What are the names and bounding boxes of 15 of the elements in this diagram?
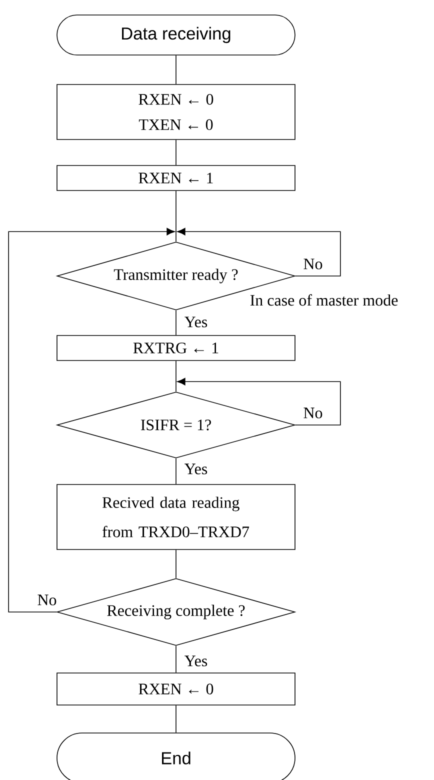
edge-label: Yes — [183, 462, 209, 476]
process-box: RXEN ← 1 — [56, 165, 296, 191]
edge-label: Yes — [183, 315, 209, 329]
edge-label: No — [36, 593, 58, 607]
edge-label: No — [302, 406, 324, 420]
note: In case of master mode — [250, 294, 398, 306]
edge-label: No — [302, 257, 324, 271]
connector — [177, 228, 341, 276]
edge-label: Yes — [183, 654, 209, 668]
process-box: Recived data reading from TRXD0–TRXD7 — [56, 484, 296, 550]
process-box: RXTRG ← 1 — [56, 335, 296, 361]
process-box: RXEN ← 0 — [56, 672, 296, 706]
process-box: RXEN ← 0 TXEN ← 0 — [56, 84, 296, 140]
connector — [177, 378, 341, 426]
connector — [8, 228, 175, 612]
